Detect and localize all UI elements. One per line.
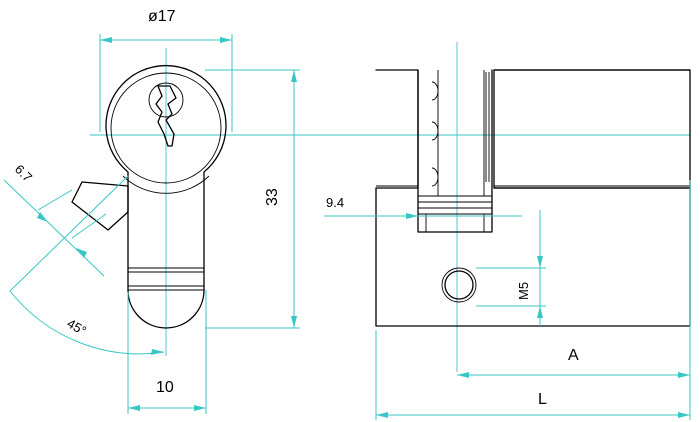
m5-arrow-top xyxy=(537,256,543,268)
cam-dim-line xyxy=(3,179,105,277)
pin-hole-3 xyxy=(431,167,439,187)
offset-label: 9.4 xyxy=(326,195,344,210)
angle-arc xyxy=(9,290,165,355)
profile-outline xyxy=(105,64,227,329)
m5-arrow-bottom xyxy=(537,306,543,318)
front-view: ø17 33 10 45° 6.7 xyxy=(3,8,690,414)
key-slot xyxy=(155,85,177,147)
screw-hole-thread xyxy=(441,267,477,303)
dia-arrow-left xyxy=(100,37,112,43)
thread-label: M5 xyxy=(516,282,531,300)
screw-hole xyxy=(444,270,474,300)
w10-arrow-right xyxy=(194,405,206,411)
side-view: 9.4 M5 A L xyxy=(324,42,691,420)
cam-width-label: 6.7 xyxy=(12,162,35,185)
plug-circle xyxy=(110,72,222,184)
cam-tab xyxy=(71,181,129,231)
cylinder-top-box xyxy=(493,69,691,189)
width-label: 10 xyxy=(156,379,174,396)
length-a-label: A xyxy=(568,347,579,364)
l-arrow-right xyxy=(678,412,690,418)
pin-hole-2 xyxy=(431,121,439,141)
a-arrow-left xyxy=(457,372,469,378)
dia-arrow-right xyxy=(220,37,232,43)
angle-arrow xyxy=(151,349,164,355)
diameter-label: ø17 xyxy=(148,8,176,25)
cam-ext-2 xyxy=(71,213,107,239)
l-arrow-left xyxy=(376,412,388,418)
profile-shoulder-line xyxy=(122,175,210,194)
cam-arrow-2 xyxy=(76,248,87,258)
key-circle xyxy=(148,82,184,118)
cam-slot xyxy=(417,69,493,233)
cam-ext-1 xyxy=(37,189,73,211)
h33-arrow-top xyxy=(291,70,297,82)
a-arrow-right xyxy=(678,372,690,378)
h33-arrow-bottom xyxy=(291,316,297,328)
w10-arrow-left xyxy=(128,405,140,411)
dim-9-4-arrow xyxy=(406,213,418,219)
length-l-label: L xyxy=(538,391,547,408)
angle-ref-line xyxy=(9,175,129,292)
angle-label: 45° xyxy=(65,316,90,339)
pin-hole-1 xyxy=(431,81,439,101)
cam-arrow-1 xyxy=(37,212,48,222)
height-label: 33 xyxy=(264,188,281,206)
side-body-outline xyxy=(375,69,691,327)
